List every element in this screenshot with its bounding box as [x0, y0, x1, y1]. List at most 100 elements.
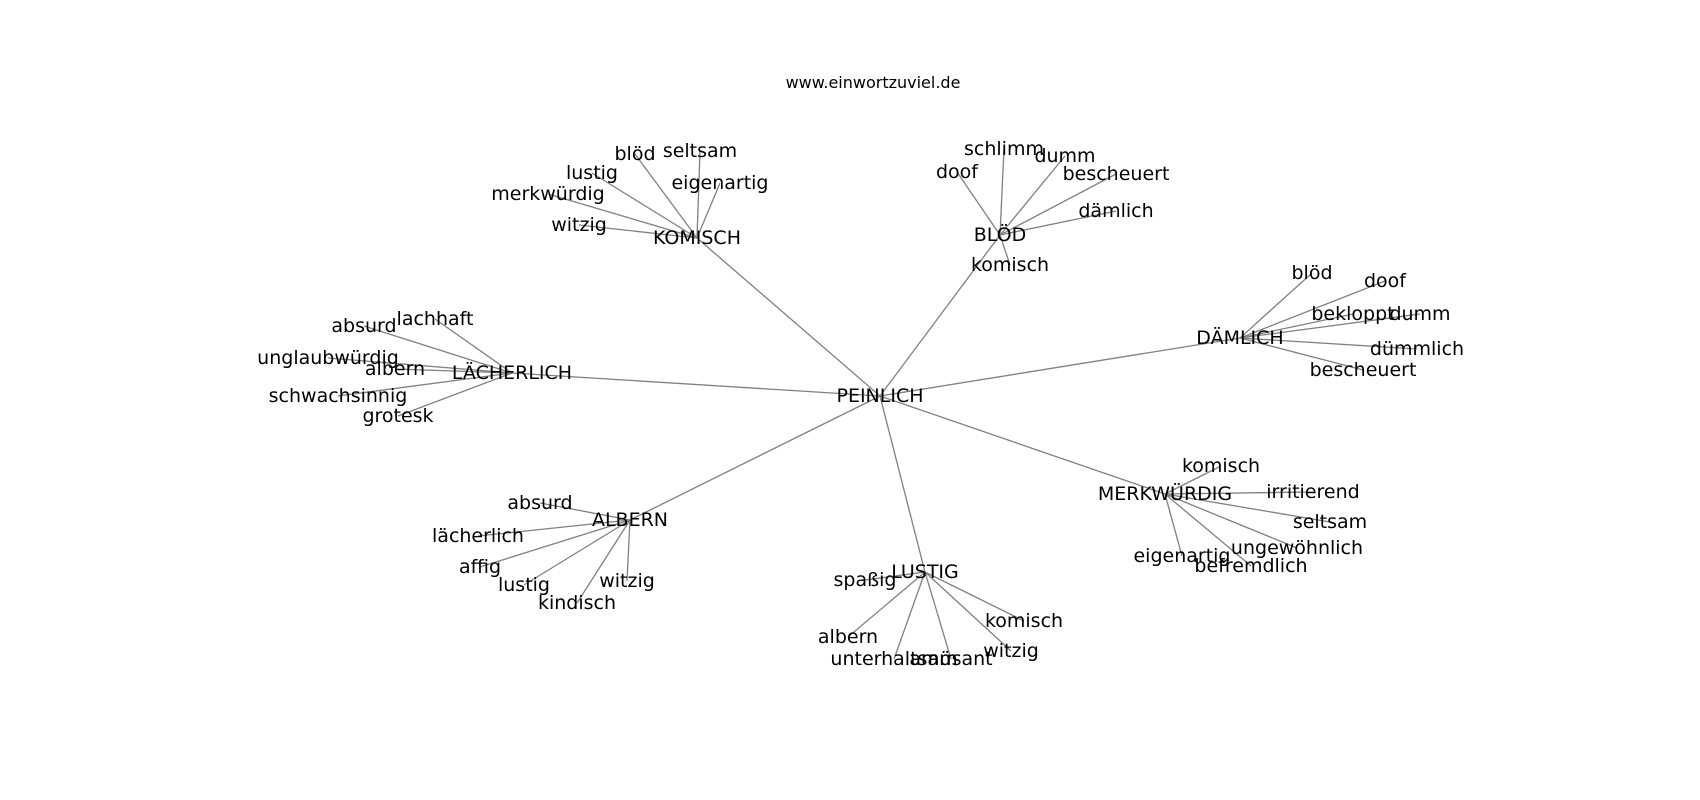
edges-layer [327, 148, 1421, 660]
leaf-node-komisch-witzig: witzig [551, 214, 607, 236]
edge-daemlich-bescheuert [1239, 337, 1364, 371]
edge-root-bloed [879, 234, 1001, 397]
edge-bloed-dumm [999, 155, 1066, 236]
edge-daemlich-doof [1239, 280, 1386, 339]
edge-komisch-seltsam [696, 150, 701, 239]
edge-root-albern [629, 395, 881, 521]
edge-root-merkwuerdig [879, 395, 1166, 495]
leaf-node-bloed-daemlich: dämlich [1078, 200, 1153, 222]
edge-albern-kindisch [576, 519, 631, 604]
edge-merkwuerdig-befremdlich [1164, 493, 1252, 567]
edge-lustig-amuesant [924, 571, 952, 660]
leaf-node-merkwuerdig-irritierend: irritierend [1266, 481, 1359, 503]
leaf-node-lustig-unterhaltsam: unterhaltsam [830, 648, 957, 670]
hub-node-daemlich: DÄMLICH [1196, 326, 1283, 349]
edge-daemlich-dumm [1239, 313, 1421, 339]
edge-albern-laecherlich [477, 519, 631, 537]
leaf-node-laecherlich-albern: albern [365, 358, 425, 380]
leaf-node-merkwuerdig-ungewoehnlich: ungewöhnlich [1231, 537, 1363, 559]
leaf-node-bloed-komisch: komisch [971, 254, 1049, 276]
leaf-node-merkwuerdig-befremdlich: befremdlich [1194, 555, 1307, 577]
leaf-node-laecherlich-lachhaft: lachhaft [397, 308, 474, 330]
edge-albern-witzig [626, 519, 631, 582]
leaf-node-komisch-seltsam: seltsam [663, 140, 737, 162]
leaf-node-albern-absurd: absurd [507, 492, 572, 514]
edge-bloed-schlimm [999, 148, 1005, 236]
edge-lustig-albern [847, 571, 926, 638]
edge-laecherlich-schwachsinnig [337, 372, 513, 397]
hub-node-lustig: LUSTIG [891, 561, 959, 583]
leaf-node-komisch-eigenartig: eigenartig [671, 172, 768, 194]
leaf-node-albern-affig: affig [459, 556, 501, 578]
leaf-node-komisch-lustig: lustig [566, 162, 618, 184]
leaf-node-lustig-albern: albern [818, 626, 878, 648]
leaf-node-bloed-doof: doof [936, 161, 979, 183]
leaf-node-albern-laecherlich: lächerlich [432, 525, 524, 547]
hub-node-albern: ALBERN [592, 509, 668, 531]
edge-daemlich-bloed [1239, 272, 1313, 339]
hub-node-bloed: BLÖD [974, 223, 1027, 246]
edge-laecherlich-albern [394, 368, 513, 374]
edge-daemlich-duemmlich [1239, 337, 1418, 350]
edge-laecherlich-absurd [363, 325, 513, 374]
leaf-node-laecherlich-unglaubwuerdig: unglaubwürdig [257, 347, 399, 369]
edge-merkwuerdig-seltsam [1164, 493, 1331, 523]
edge-komisch-bloed [634, 153, 698, 239]
edge-daemlich-bekloppt [1239, 313, 1354, 339]
leaf-node-komisch-merkwuerdig: merkwürdig [491, 183, 604, 205]
edge-bloed-bescheuert [999, 173, 1117, 236]
edge-lustig-unterhaltsam [893, 571, 926, 660]
leaf-node-daemlich-bloed: blöd [1291, 262, 1332, 284]
edge-root-komisch [696, 237, 881, 397]
leaf-node-merkwuerdig-eigenartig: eigenartig [1133, 545, 1230, 567]
leaf-node-bloed-schlimm: schlimm [964, 138, 1044, 160]
source-watermark: www.einwortzuviel.de [786, 73, 961, 92]
edge-laecherlich-unglaubwuerdig [327, 357, 513, 374]
edge-komisch-eigenartig [696, 182, 721, 239]
edge-merkwuerdig-komisch [1164, 465, 1222, 495]
edge-komisch-witzig [578, 224, 698, 239]
edge-lustig-komisch [924, 571, 1025, 622]
edge-albern-affig [479, 519, 631, 568]
leaf-node-daemlich-doof: doof [1364, 270, 1407, 292]
edge-komisch-merkwuerdig [547, 193, 698, 239]
edge-bloed-doof [956, 171, 1001, 236]
leaf-node-daemlich-dumm: dumm [1389, 303, 1450, 325]
leaf-node-albern-witzig: witzig [599, 570, 655, 592]
leaf-node-lustig-spassig: spaßig [834, 569, 897, 591]
leaf-node-albern-lustig: lustig [498, 574, 550, 596]
leaf-node-albern-kindisch: kindisch [538, 592, 616, 614]
leaf-node-lustig-amuesant: amüsant [909, 648, 992, 670]
leaf-node-daemlich-duemmlich: dümmlich [1370, 338, 1464, 360]
edge-laecherlich-grotesk [397, 372, 513, 417]
leaf-node-komisch-bloed: blöd [614, 143, 655, 165]
edge-root-daemlich [879, 337, 1241, 397]
edge-albern-absurd [539, 502, 631, 521]
leaf-node-merkwuerdig-komisch: komisch [1182, 455, 1260, 477]
leaf-node-lustig-witzig: witzig [983, 640, 1039, 662]
edge-merkwuerdig-eigenartig [1164, 493, 1183, 557]
edge-bloed-komisch [999, 234, 1011, 266]
leaf-node-laecherlich-schwachsinnig: schwachsinnig [269, 385, 408, 407]
leaf-node-daemlich-bekloppt: bekloppt [1311, 303, 1394, 325]
edge-bloed-daemlich [999, 210, 1117, 236]
labels-layer: www.einwortzuviel.de PEINLICHKOMISCHblöd… [257, 73, 1464, 670]
edge-merkwuerdig-ungewoehnlich [1164, 493, 1298, 549]
leaf-node-daemlich-bescheuert: bescheuert [1310, 359, 1417, 381]
edge-komisch-lustig [591, 172, 698, 239]
leaf-node-bloed-dumm: dumm [1034, 145, 1095, 167]
edge-albern-lustig [523, 519, 631, 586]
edge-merkwuerdig-irritierend [1164, 491, 1314, 495]
edge-lustig-witzig [924, 571, 1012, 652]
edge-root-lustig [879, 395, 926, 573]
edge-laecherlich-lachhaft [434, 318, 513, 374]
root-node-label: PEINLICH [836, 385, 923, 407]
hub-node-laecherlich: LÄCHERLICH [452, 361, 572, 384]
hub-node-merkwuerdig: MERKWÜRDIG [1098, 482, 1232, 505]
leaf-node-laecherlich-absurd: absurd [331, 315, 396, 337]
edge-root-laecherlich [511, 372, 881, 397]
edge-lustig-spassig [864, 571, 926, 581]
leaf-node-laecherlich-grotesk: grotesk [362, 405, 433, 427]
leaf-node-lustig-komisch: komisch [985, 610, 1063, 632]
